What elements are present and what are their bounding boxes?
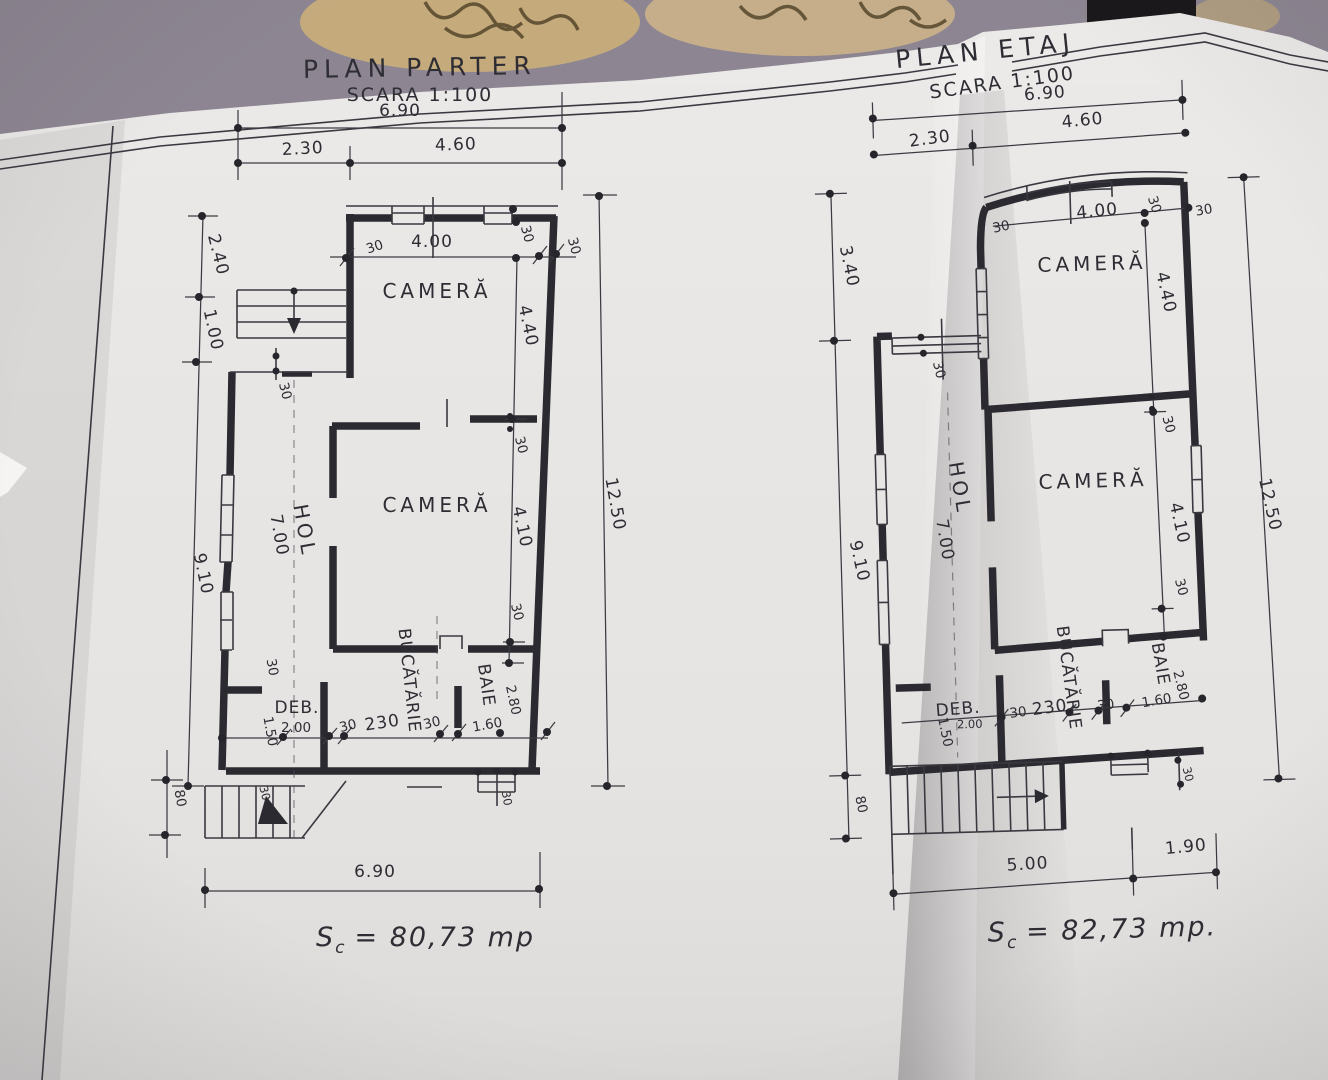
- parter-dim-top-a: 2.30: [281, 138, 324, 160]
- stair-hatch-triangle: [258, 796, 288, 824]
- etaj-dim-30: 30: [1180, 765, 1197, 783]
- parter-dim-30: 30: [275, 381, 295, 402]
- parter-area-text: Sc= 80,73 mp: [316, 922, 535, 958]
- etaj-dim-30: 30: [991, 217, 1011, 236]
- etaj-room-deb: DEB.: [935, 698, 981, 722]
- etaj-dim-30: 30: [1144, 194, 1164, 215]
- etaj-dim-top-b: 4.60: [1061, 109, 1105, 133]
- parter-dimension-dots: [161, 124, 611, 894]
- parter-dim-baie-h: 2.80: [502, 684, 524, 717]
- etaj-dim-30: 30: [1194, 201, 1214, 220]
- parter-walls: [218, 214, 558, 775]
- parter-dim-30: 30: [517, 224, 537, 245]
- parter-dim-deb-h: 1.50: [259, 715, 280, 747]
- parter-dim-30: 30: [256, 784, 273, 802]
- etaj-dim-bottom-a: 5.00: [1006, 853, 1049, 876]
- etaj-dim-deb-h: 1.50: [934, 716, 956, 749]
- etaj-room-camera-top: CAMERĂ: [1037, 250, 1147, 277]
- parter-dim-hall: 230: [363, 711, 401, 736]
- parter-windows-doors-stairs: [204, 197, 558, 845]
- stair-arrow-down-icon: [287, 318, 301, 334]
- etaj-area-text: Sc= 82,73 mp.: [987, 911, 1218, 953]
- etaj-dim-30: 30: [929, 360, 949, 380]
- plan-parter: PLAN PARTER SCARA 1:100 6.90 2.30 4.60 1…: [149, 51, 629, 958]
- parter-room-deb: DEB.: [275, 698, 320, 718]
- parter-title: PLAN PARTER: [303, 51, 537, 84]
- etaj-dim-deb-w: 2.00: [957, 717, 983, 732]
- etaj-dim-baie-w: 1.60: [1141, 690, 1173, 711]
- etaj-dim-30: 30: [1158, 414, 1178, 435]
- stair-arrow-right-icon: [1034, 789, 1049, 804]
- parter-dim-30: 30: [507, 602, 527, 623]
- etaj-dim-room-w: 4.00: [1075, 199, 1119, 223]
- parter-dim-deb-w: 2.00: [281, 720, 311, 736]
- etaj-dim-30: 30: [1008, 704, 1027, 722]
- parter-dim-30: 30: [499, 790, 515, 807]
- parter-dim-bottom-total: 6.90: [354, 862, 396, 882]
- etaj-dim-30: 30: [1096, 696, 1115, 714]
- etaj-dim-hall: 230: [1031, 696, 1069, 721]
- parter-dim-30: 30: [511, 435, 531, 456]
- parter-dim-porch: 80: [171, 788, 190, 808]
- parter-dim-top-total: 6.90: [379, 101, 421, 121]
- etaj-dim-bottom-b: 1.90: [1164, 835, 1208, 859]
- parter-dim-30: 30: [364, 237, 385, 258]
- parter-dim-30: 30: [263, 657, 282, 677]
- etaj-dimension-dots: [825, 95, 1283, 898]
- parter-scale: SCARA 1:100: [347, 84, 494, 106]
- parter-dim-30: 30: [338, 716, 359, 736]
- parter-room-camera-mid: CAMERĂ: [382, 493, 491, 517]
- etaj-dim-top-total: 6.90: [1023, 82, 1066, 105]
- parter-dim-baie-w: 1.60: [471, 715, 503, 736]
- etaj-dim-baie-h: 2.80: [1169, 669, 1192, 702]
- etaj-dim-30: 30: [1171, 577, 1191, 598]
- etaj-windows-doors-stairs: [874, 171, 1204, 875]
- etaj-dim-porch: 80: [851, 794, 870, 814]
- sheet-border-lines: [0, 32, 1328, 1080]
- etaj-room-camera-mid: CAMERĂ: [1038, 467, 1148, 494]
- parter-dim-room-w: 4.00: [411, 232, 453, 252]
- parter-dim-30: 30: [422, 713, 443, 733]
- parter-room-camera-top: CAMERĂ: [382, 279, 491, 303]
- parter-dim-30: 30: [564, 236, 584, 257]
- parter-dim-top-b: 4.60: [435, 134, 478, 155]
